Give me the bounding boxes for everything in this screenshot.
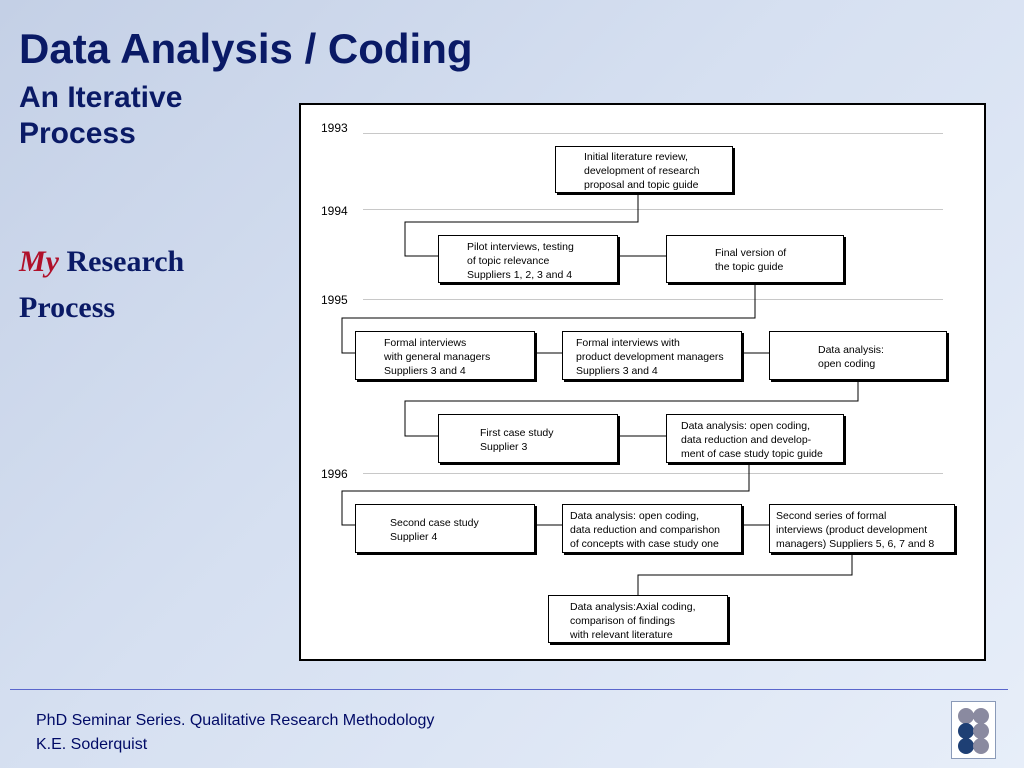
logo-icon <box>951 701 996 759</box>
year-divider <box>363 299 943 300</box>
process-step: Data analysis: open coding <box>769 331 947 380</box>
process-step: Data analysis: open coding, data reducti… <box>666 414 844 463</box>
year-label: 1993 <box>321 121 348 135</box>
footer-text: PhD Seminar Series. Qualitative Research… <box>36 712 435 753</box>
process-step: Formal interviews with general managers … <box>355 331 535 380</box>
footer-divider <box>10 689 1008 690</box>
year-divider <box>363 473 943 474</box>
process-step: Second case study Supplier 4 <box>355 504 535 553</box>
slide-title: Data Analysis / Coding <box>19 25 473 72</box>
year-label: 1996 <box>321 467 348 481</box>
connector-lines <box>341 193 859 595</box>
process-step: Formal interviews with product developme… <box>562 331 742 380</box>
year-label: 1994 <box>321 204 348 218</box>
slide-subtitle: An Iterative Process <box>19 81 183 150</box>
section-heading-text: Research Process <box>19 245 185 324</box>
section-heading: My Research Process <box>19 239 279 331</box>
year-divider <box>363 209 943 210</box>
process-step: Data analysis:Axial coding, comparison o… <box>548 595 728 643</box>
process-step: Initial literature review, development o… <box>555 146 733 193</box>
process-step: Data analysis: open coding, data reducti… <box>562 504 742 553</box>
process-step: First case study Supplier 3 <box>438 414 618 463</box>
process-step: Second series of formal interviews (prod… <box>769 504 955 553</box>
dot-grid-logo-icon <box>958 708 989 754</box>
year-divider <box>363 133 943 134</box>
process-step: Pilot interviews, testing of topic relev… <box>438 235 618 283</box>
year-label: 1995 <box>321 293 348 307</box>
research-process-diagram: 1993 1994 1995 1996 <box>299 103 986 661</box>
section-heading-emphasis: My <box>19 245 59 278</box>
process-step: Final version of the topic guide <box>666 235 844 283</box>
